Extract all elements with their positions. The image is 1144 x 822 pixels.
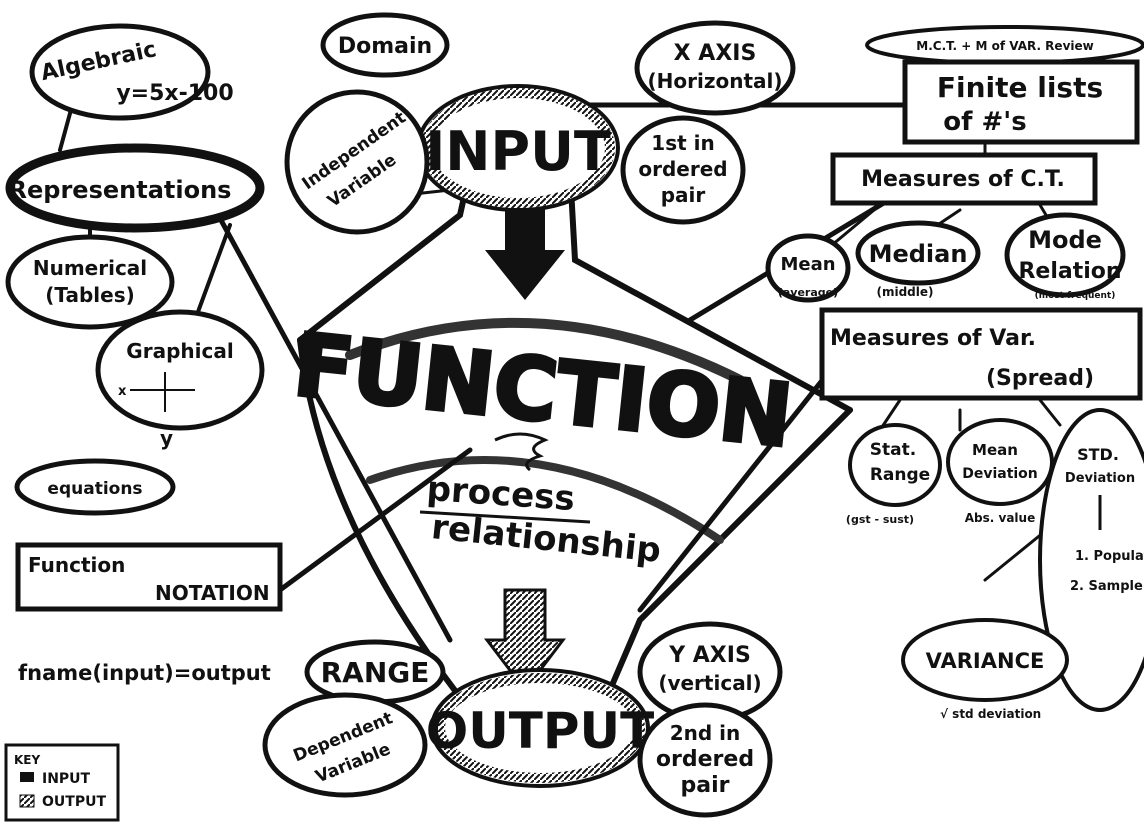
- mean-deviation-line1: Mean: [972, 441, 1018, 459]
- graph-x-label: x: [118, 384, 127, 399]
- function-notation-box: Function NOTATION: [15, 542, 283, 612]
- mode-relation-label: Relation: [1018, 259, 1121, 284]
- key-title: KEY: [14, 753, 40, 767]
- y-axis-sublabel: (vertical): [658, 671, 761, 695]
- first-pair-line1: 1st in: [651, 131, 714, 155]
- equations-label: equations: [47, 479, 142, 499]
- mode-bubble: Mode Relation (most frequent): [1004, 212, 1126, 301]
- y-axis-label: Y AXIS: [668, 643, 751, 668]
- legend-key: KEY INPUT OUTPUT: [4, 743, 120, 822]
- finite-lists-box: Finite lists of #'s: [902, 59, 1140, 145]
- mode-sublabel: (most frequent): [1035, 291, 1116, 301]
- mean-label: Mean: [780, 254, 835, 275]
- equations-bubble: equations: [14, 458, 176, 516]
- finite-lists-line1: Finite lists: [937, 71, 1103, 104]
- numerical-label: Numerical: [33, 256, 147, 280]
- stat-range-sublabel: (gst - sust): [846, 513, 914, 526]
- y-axis-bubble: Y AXIS (vertical): [637, 621, 783, 723]
- stat-range-bubble: Stat. Range (gst - sust): [846, 423, 942, 526]
- algebraic-equation: y=5x-100: [116, 81, 233, 106]
- graph-y-label: y: [160, 426, 173, 450]
- median-bubble: Median (middle): [855, 220, 981, 299]
- function-notation-line2: NOTATION: [155, 581, 270, 605]
- representations-bubble: Representations: [5, 143, 265, 233]
- mean-bubble: Mean (average): [765, 233, 851, 303]
- first-pair-bubble: 1st in ordered pair: [620, 115, 746, 225]
- std-deviation-line1: STD.: [1077, 445, 1119, 464]
- variation-box: Measures of Var. (Spread): [819, 307, 1143, 401]
- second-pair-bubble: 2nd in ordered pair: [637, 702, 773, 818]
- central-tendency-label: Measures of C.T.: [861, 167, 1065, 192]
- variance-bubble: VARIANCE √ std deviation: [901, 618, 1069, 721]
- stat-range-line1: Stat.: [870, 440, 916, 460]
- input-node: INPUT: [416, 84, 620, 212]
- output-key-swatch: [19, 794, 35, 808]
- review-note: M.C.T. + M of VAR. Review: [865, 25, 1144, 65]
- input-key-swatch: [20, 772, 34, 782]
- function-notation-line1: Function: [28, 553, 125, 577]
- output-node: OUTPUT: [426, 668, 655, 788]
- second-pair-line2: ordered: [656, 747, 754, 772]
- sample-label: 2. Sample: [1070, 579, 1143, 594]
- flow-arrows: [483, 185, 567, 693]
- median-label: Median: [869, 240, 968, 268]
- range-bubble: RANGE: [304, 639, 446, 705]
- function-center: FUNCTION process relationship: [287, 313, 798, 571]
- range-label: RANGE: [321, 656, 430, 689]
- first-pair-line3: pair: [661, 183, 706, 207]
- domain-label: Domain: [338, 34, 432, 59]
- input-label: INPUT: [425, 120, 611, 183]
- variation-sublabel: (Spread): [986, 366, 1094, 391]
- review-note-label: M.C.T. + M of VAR. Review: [916, 39, 1093, 53]
- numerical-bubble: Numerical (Tables): [5, 234, 175, 330]
- central-tendency-box: Measures of C.T.: [830, 152, 1098, 206]
- function-notation-formula: fname(input)=output: [18, 661, 271, 685]
- representations-label: Representations: [9, 176, 232, 204]
- algebraic-bubble: Algebraic y=5x-100: [29, 23, 234, 121]
- x-axis-bubble: X AXIS (Horizontal): [634, 20, 796, 116]
- mean-deviation-bubble: Mean Deviation Abs. value: [946, 418, 1054, 525]
- x-axis-sublabel: (Horizontal): [647, 69, 782, 93]
- first-pair-line2: ordered: [638, 157, 727, 181]
- population-label: 1. Population: [1075, 549, 1144, 564]
- mean-sublabel: (average): [778, 286, 838, 299]
- std-deviation-bubble: STD. Deviation 1. Population 2. Sample: [1038, 408, 1144, 712]
- dependent-variable-bubble: Dependent Variable: [262, 692, 428, 798]
- mean-deviation-sublabel: Abs. value: [965, 511, 1035, 525]
- mode-label: Mode: [1028, 226, 1102, 254]
- independent-variable-bubble: Independent Variable: [284, 89, 430, 235]
- finite-lists-line2: of #'s: [943, 107, 1026, 137]
- x-axis-label: X AXIS: [674, 41, 757, 66]
- key-output-label: OUTPUT: [42, 794, 106, 810]
- stat-range-line2: Range: [870, 465, 930, 485]
- variation-label: Measures of Var.: [830, 326, 1036, 351]
- variance-label: VARIANCE: [926, 649, 1045, 673]
- numerical-sublabel: (Tables): [45, 283, 134, 307]
- mean-deviation-line2: Deviation: [962, 466, 1038, 482]
- output-label: OUTPUT: [426, 702, 655, 760]
- std-deviation-line2: Deviation: [1065, 471, 1135, 486]
- domain-bubble: Domain: [320, 12, 450, 78]
- median-sublabel: (middle): [876, 285, 933, 299]
- key-input-label: INPUT: [42, 771, 91, 787]
- variance-note: √ std deviation: [940, 707, 1041, 721]
- graphical-label: Graphical: [126, 339, 233, 363]
- second-pair-line1: 2nd in: [670, 721, 741, 745]
- graphical-bubble: Graphical x: [95, 309, 265, 431]
- second-pair-line3: pair: [681, 773, 730, 798]
